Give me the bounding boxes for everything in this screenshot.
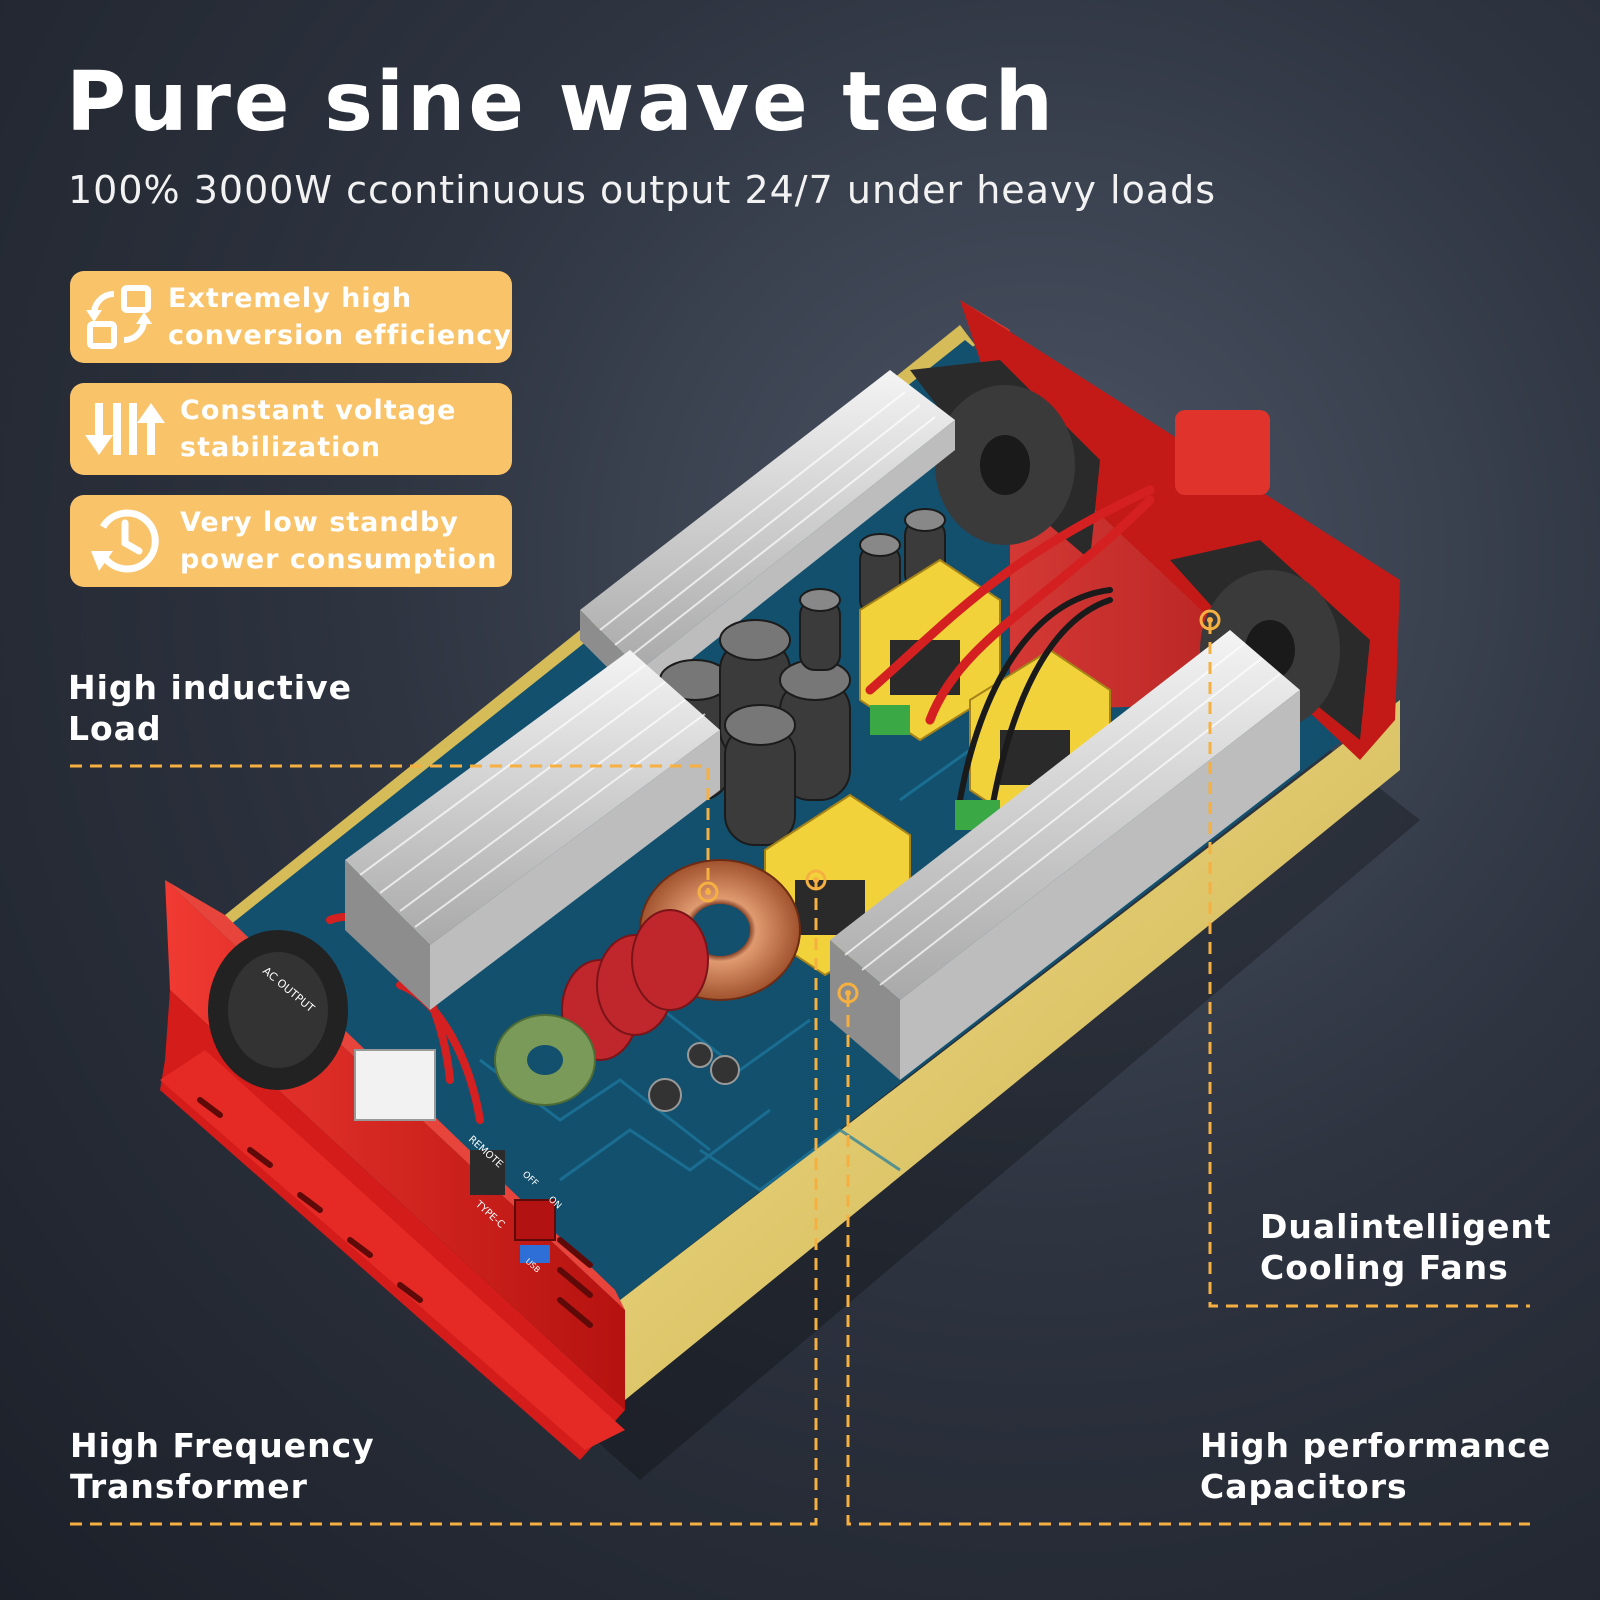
callout-line: Cooling Fans [1260,1248,1509,1287]
conversion-icon [70,271,168,363]
callout-line: Transformer [70,1467,308,1506]
feature-badge-voltage: Constant voltage stabilization [70,383,512,475]
feature-badge-efficiency: Extremely high conversion efficiency [70,271,512,363]
feature-line: stabilization [180,432,382,463]
headline-subtitle: 100% 3000W ccontinuous output 24/7 under… [68,168,1217,212]
callout-line: Dualintelligent [1260,1207,1552,1246]
callout-cooling-fans: Dualintelligent Cooling Fans [1260,1206,1552,1288]
feature-line: power consumption [180,544,498,575]
cooling-fan-top [910,360,1100,560]
callout-line: High Frequency [70,1426,375,1465]
callout-line: High performance [1200,1426,1552,1465]
red-terminal-cap [1175,410,1270,495]
callout-capacitors: High performance Capacitors [1200,1425,1551,1507]
power-switch [514,1199,556,1241]
callout-transformer: High Frequency Transformer [70,1425,375,1507]
wire-terminal-block [354,1049,436,1121]
ac-output-socket [208,930,348,1090]
toroid-inductor-small [494,1014,596,1106]
callout-line: High inductive [68,668,352,707]
feature-line: Very low standby [180,507,459,538]
heat-sink-rear [580,370,955,700]
feature-line: Constant voltage [180,395,457,426]
feature-line: Extremely high [168,283,413,314]
feature-badge-standby: Very low standby power consumption [70,495,512,587]
callout-line: Load [68,709,162,748]
callout-line: Capacitors [1200,1467,1408,1506]
standby-clock-icon [70,495,180,587]
voltage-stabilize-icon [70,383,180,475]
headline-title: Pure sine wave tech [66,55,1057,150]
callout-inductive-load: High inductive Load [68,667,352,749]
feature-line: conversion efficiency [168,320,512,351]
